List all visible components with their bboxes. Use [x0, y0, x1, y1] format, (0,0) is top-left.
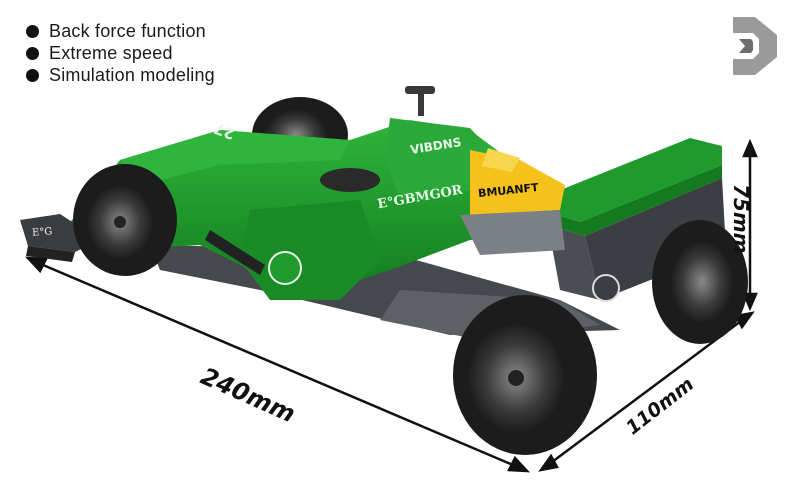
height-dimension-label: 75mm [729, 184, 753, 254]
car-body [60, 86, 620, 302]
bullet-icon [26, 46, 39, 60]
bullet-icon [26, 24, 39, 38]
front-left-wheel [73, 164, 177, 276]
cube-arrow-logo-icon [733, 17, 777, 75]
feature-label: Extreme speed [49, 42, 173, 63]
feature-label: Back force function [49, 20, 206, 41]
rear-right-wheel [652, 220, 748, 344]
feature-item: Back force function [26, 20, 215, 42]
feature-item: Extreme speed [26, 42, 215, 64]
feature-item: Simulation modeling [26, 64, 215, 86]
decal-front-wing: E°G [31, 226, 53, 239]
bullet-icon [26, 68, 39, 82]
feature-label: Simulation modeling [49, 64, 215, 85]
feature-list: Back force function Extreme speed Simula… [26, 20, 215, 86]
dimension-lines [24, 138, 758, 473]
front-right-wheel [453, 295, 597, 455]
